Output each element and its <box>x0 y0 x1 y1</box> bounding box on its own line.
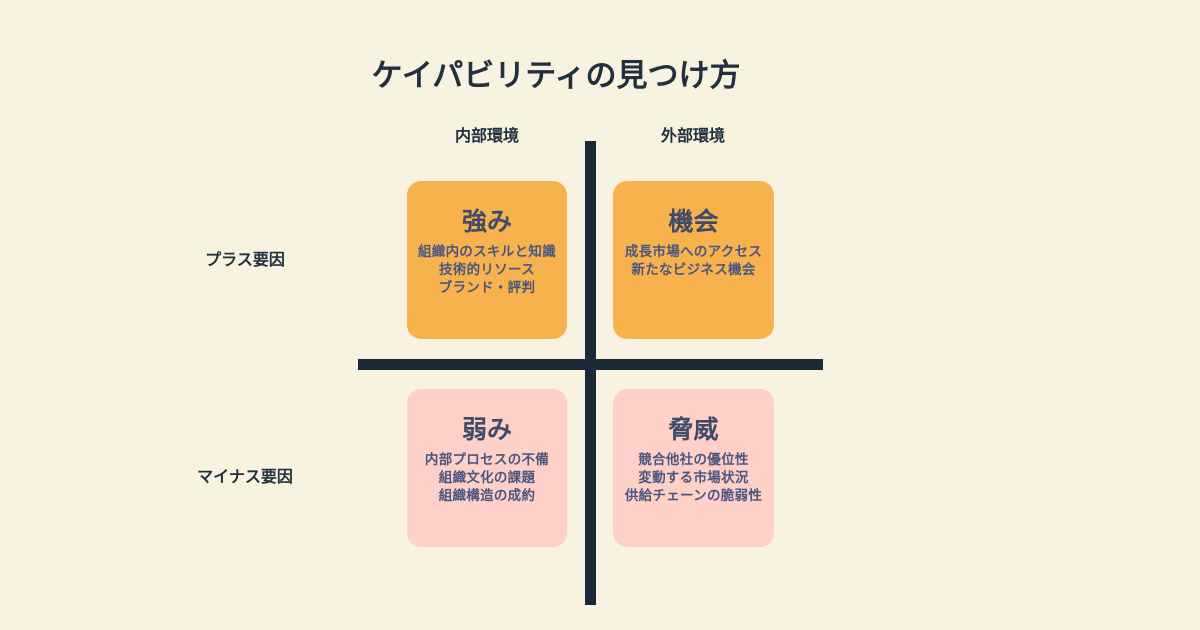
quadrant-strengths-title: 強み <box>461 207 512 236</box>
horizontal-axis-line <box>358 359 823 370</box>
row-label-positive: プラス要因 <box>205 250 285 269</box>
quadrant-item: 競合他社の優位性 <box>638 452 749 468</box>
quadrant-opportunities-items: 成長市場へのアクセス新たなビジネス機会 <box>625 243 762 279</box>
column-header-internal: 内部環境 <box>454 126 520 145</box>
quadrant-weaknesses: 弱み 内部プロセスの不備組織文化の課題組織構造の成約 <box>407 389 567 547</box>
quadrant-item: 供給チェーンの脆弱性 <box>624 488 763 504</box>
quadrant-opportunities: 機会 成長市場へのアクセス新たなビジネス機会 <box>613 181 774 339</box>
row-label-negative: マイナス要因 <box>197 467 293 486</box>
column-header-external: 外部環境 <box>660 126 726 145</box>
quadrant-item: 技術的リソース <box>439 262 535 278</box>
quadrant-item: 組織構造の成約 <box>438 488 536 504</box>
quadrant-item: 成長市場へのアクセス <box>624 244 763 260</box>
quadrant-threats: 脅威 競合他社の優位性変動する市場状況供給チェーンの脆弱性 <box>613 389 774 547</box>
quadrant-threats-title: 脅威 <box>668 415 719 444</box>
quadrant-item: 内部プロセスの不備 <box>424 452 550 468</box>
quadrant-strengths: 強み 組織内のスキルと知識技術的リソースブランド・評判 <box>407 181 567 339</box>
quadrant-item: ブランド・評判 <box>438 280 536 296</box>
quadrant-item: 組織文化の課題 <box>438 470 536 486</box>
quadrant-weaknesses-title: 弱み <box>461 415 512 444</box>
page-title: ケイパビリティの見つけ方 <box>371 58 741 94</box>
quadrant-opportunities-title: 機会 <box>668 207 719 236</box>
quadrant-weaknesses-items: 内部プロセスの不備組織文化の課題組織構造の成約 <box>425 451 549 505</box>
quadrant-item: 組織内のスキルと知識 <box>418 244 556 260</box>
quadrant-threats-items: 競合他社の優位性変動する市場状況供給チェーンの脆弱性 <box>625 451 762 505</box>
quadrant-strengths-items: 組織内のスキルと知識技術的リソースブランド・評判 <box>418 243 556 297</box>
quadrant-item: 変動する市場状況 <box>638 470 749 486</box>
vertical-axis-line <box>585 141 596 605</box>
quadrant-item: 新たなビジネス機会 <box>631 262 756 278</box>
